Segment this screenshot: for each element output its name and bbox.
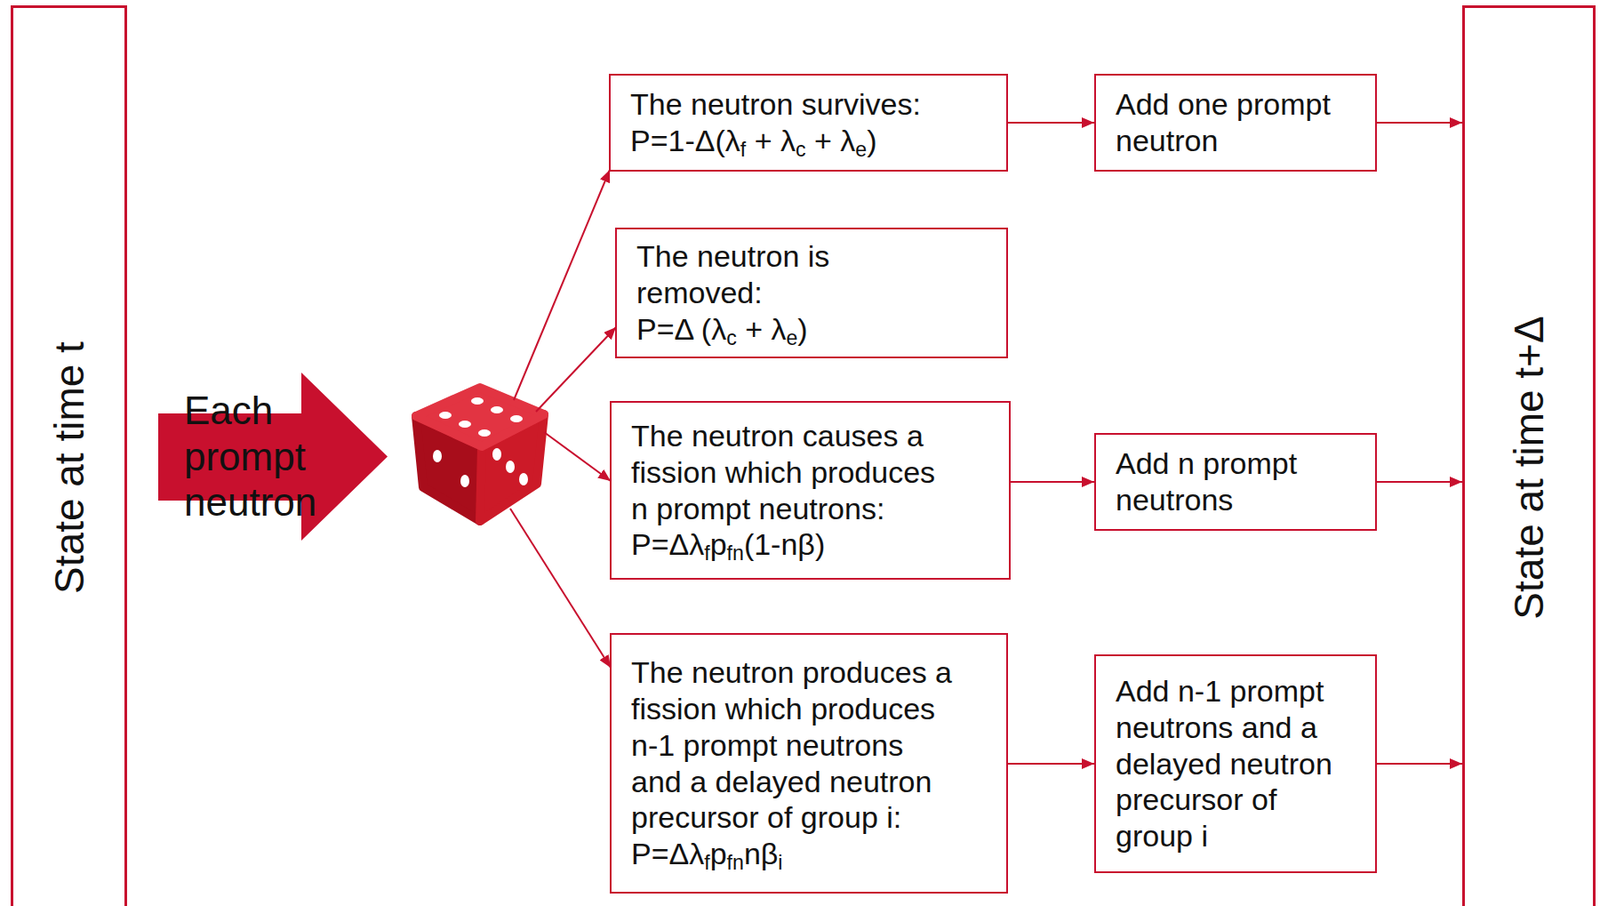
- connector-arrow: [1008, 121, 1095, 124]
- leader-line: [510, 508, 611, 668]
- dice-top-face: [416, 387, 544, 447]
- box-text: Add n-1 prompt neutrons and a delayed ne…: [1115, 672, 1347, 855]
- subscript: e: [785, 326, 798, 350]
- connector-arrow: [1376, 480, 1463, 483]
- process-box: The neutron causes a fission which produ…: [609, 400, 1011, 580]
- dice-leader-lines: [510, 169, 616, 668]
- leader-line: [513, 169, 610, 400]
- subscript: f: [704, 542, 710, 566]
- box-text: The neutron survives:: [630, 86, 921, 123]
- process-box: Add one prompt neutron: [1094, 73, 1377, 172]
- state-label: State at time t+Δ: [1508, 315, 1550, 619]
- connector-arrow: [1010, 480, 1095, 483]
- subscript: c: [795, 137, 807, 161]
- subscript: fn: [727, 542, 744, 566]
- process-box: The neutron is removed:P=Δ (λc + λe): [615, 227, 1008, 359]
- box-text: The neutron is removed:: [636, 238, 962, 312]
- formula-text: P=Δλfpfnnβi: [631, 835, 784, 872]
- box-text: Add one prompt neutron: [1115, 86, 1347, 160]
- formula-text: P=1-Δ(λf + λc + λe): [630, 122, 877, 160]
- connector-arrow: [1008, 762, 1095, 765]
- subscript: fn: [727, 851, 744, 875]
- leader-line: [544, 432, 611, 481]
- subscript: f: [704, 851, 710, 875]
- arrow-label: Each prompt neutron: [184, 372, 380, 541]
- leader-line: [536, 327, 616, 412]
- process-box: The neutron produces a fission which pro…: [609, 632, 1008, 894]
- subscript: c: [726, 326, 737, 350]
- box-text: Add n prompt neutrons: [1115, 445, 1347, 519]
- process-box: The neutron survives:P=1-Δ(λf + λc + λe): [608, 73, 1008, 172]
- connector-arrow: [1376, 762, 1463, 765]
- dice: [416, 387, 544, 521]
- arrow-shape: Each prompt neutron: [158, 372, 388, 541]
- formula-text: P=Δ (λc + λe): [636, 311, 808, 348]
- subscript: f: [740, 137, 746, 161]
- subscript: i: [777, 851, 783, 875]
- arrow-fill: [158, 372, 388, 541]
- box-text: The neutron produces a fission which pro…: [631, 654, 957, 836]
- process-box: Add n prompt neutrons: [1094, 432, 1377, 531]
- process-box: Add n-1 prompt neutrons and a delayed ne…: [1094, 654, 1377, 873]
- subscript: e: [855, 137, 867, 161]
- state-label: State at time t: [48, 341, 90, 594]
- dice-pips: [432, 397, 528, 488]
- connector-arrow: [1376, 121, 1463, 124]
- state-panel: State at time t+Δ: [1462, 5, 1596, 906]
- box-text: The neutron causes a fission which produ…: [631, 417, 957, 527]
- state-panel: State at time t: [10, 5, 128, 906]
- formula-text: P=Δλfpfn(1-nβ): [631, 526, 825, 563]
